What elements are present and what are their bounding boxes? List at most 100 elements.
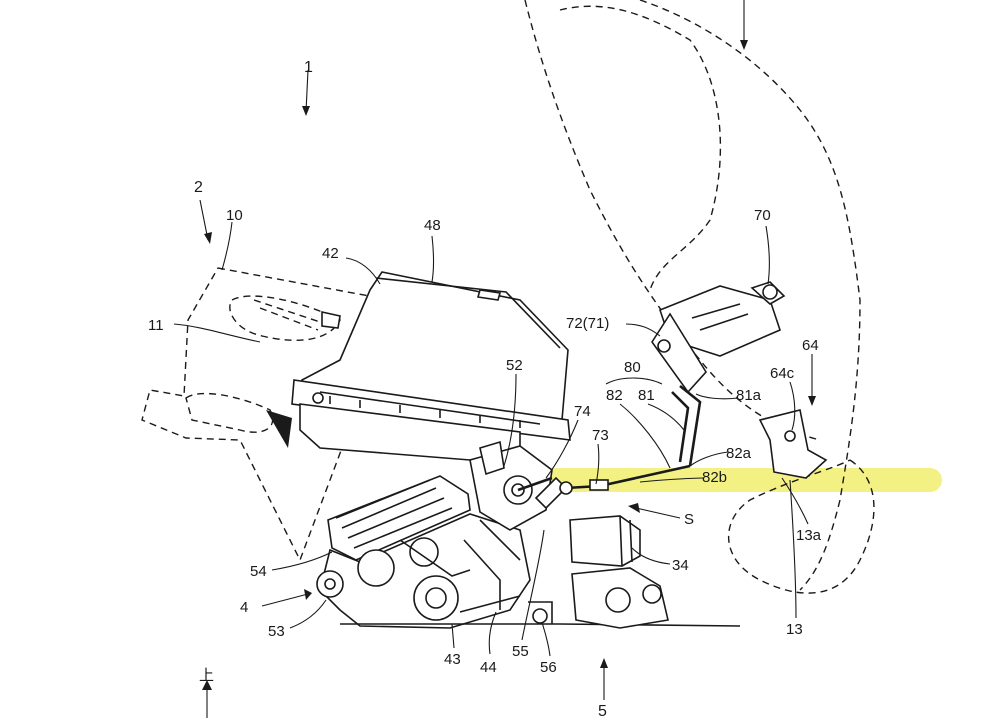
leader-34 (631, 547, 671, 565)
label-53: 53 (268, 623, 285, 640)
label-72: 72(71) (566, 315, 609, 332)
label-80: 80 (624, 359, 641, 376)
crank-hub (425, 587, 447, 609)
leader-52 (503, 373, 517, 467)
leader-13a (781, 477, 809, 525)
label-73: 73 (592, 427, 609, 444)
leader-64c (789, 381, 796, 431)
engine-detail (399, 519, 521, 613)
leader-80 (605, 377, 663, 385)
arrow-1 (302, 106, 310, 116)
base-ribs (319, 391, 541, 428)
lower-gear (605, 587, 631, 613)
leader-82b (639, 477, 705, 483)
label-81a: 81a (736, 387, 762, 404)
throttle-hub (511, 483, 525, 497)
vehicle-outline-2 (559, 5, 722, 291)
stay-81 (679, 384, 702, 467)
arrow-64 (808, 396, 816, 406)
cam-gear-2 (409, 537, 439, 567)
pulley-hub (324, 578, 336, 590)
leader-54 (271, 551, 333, 571)
leader-S (635, 507, 681, 519)
label-42: 42 (322, 245, 339, 262)
label-2: 2 (194, 179, 203, 196)
engine-head (327, 475, 471, 561)
arrow-top (740, 40, 748, 50)
leader-73 (595, 443, 600, 485)
vehicle-outline-4 (799, 499, 841, 591)
leader-11 (173, 323, 261, 343)
leader-43 (451, 623, 455, 649)
vehicle-outline-3 (639, 0, 861, 501)
arrow-S (628, 503, 640, 513)
bolt (312, 392, 324, 404)
label-10: 10 (226, 207, 243, 224)
label-5: 5 (598, 703, 607, 720)
label-55: 55 (512, 643, 529, 660)
leader-82 (619, 403, 671, 469)
throttle-lever (517, 476, 553, 492)
arrow-2 (204, 232, 212, 244)
leader-4 (261, 593, 309, 607)
label-82a: 82a (726, 445, 752, 462)
label-64: 64 (802, 337, 819, 354)
label-4: 4 (240, 599, 248, 616)
label-up: 上 (199, 667, 214, 684)
label-82b: 82b (702, 469, 727, 486)
engine-body (319, 513, 531, 629)
leader-81a (695, 393, 739, 400)
lower-duct (185, 392, 274, 433)
bracket-64 (758, 409, 828, 479)
label-S: S (684, 511, 694, 528)
rod-end-1 (559, 481, 573, 495)
air-cleaner-base (291, 379, 571, 441)
vehicle-outline-5 (727, 459, 875, 594)
leader-81 (647, 403, 685, 431)
arrow-4 (304, 589, 312, 600)
throttle-stay (479, 440, 505, 476)
leader-2 (199, 199, 209, 241)
label-34: 34 (672, 557, 689, 574)
label-44: 44 (480, 659, 497, 676)
label-13a: 13a (796, 527, 822, 544)
leader-1 (305, 69, 309, 113)
pulley (316, 570, 344, 598)
part-55 (528, 601, 553, 624)
label-56: 56 (540, 659, 557, 676)
leader-72 (625, 323, 661, 337)
sensor-detail (691, 303, 749, 331)
intake-duct (229, 295, 341, 341)
leader-13 (789, 479, 797, 619)
label-48: 48 (424, 217, 441, 234)
lower-gear-2 (642, 584, 662, 604)
label-54: 54 (250, 563, 267, 580)
leader-56 (541, 621, 551, 657)
air-cleaner-cap (476, 289, 502, 301)
label-43: 43 (444, 651, 461, 668)
mount-tab (321, 311, 341, 329)
label-70: 70 (754, 207, 771, 224)
label-81: 81 (638, 387, 655, 404)
leader-55 (521, 529, 545, 641)
stay-81-b (671, 391, 690, 463)
sensor-plate (651, 312, 707, 394)
leader-44 (488, 611, 497, 655)
c34-detail (619, 515, 633, 567)
up-arrow-head (202, 680, 212, 690)
arrow-5 (600, 658, 608, 668)
label-52: 52 (506, 357, 523, 374)
label-1: 1 (304, 59, 313, 76)
leader-48 (431, 235, 435, 283)
leader-53 (289, 599, 327, 629)
left-bracket (266, 410, 292, 448)
bracket-hole (784, 430, 796, 442)
label-11: 11 (148, 317, 164, 334)
label-13: 13 (786, 621, 803, 638)
leader-42 (345, 257, 381, 285)
label-74: 74 (574, 403, 591, 420)
leader-70 (765, 225, 770, 285)
engine-bottom (340, 623, 741, 627)
air-cleaner-top (375, 277, 561, 349)
